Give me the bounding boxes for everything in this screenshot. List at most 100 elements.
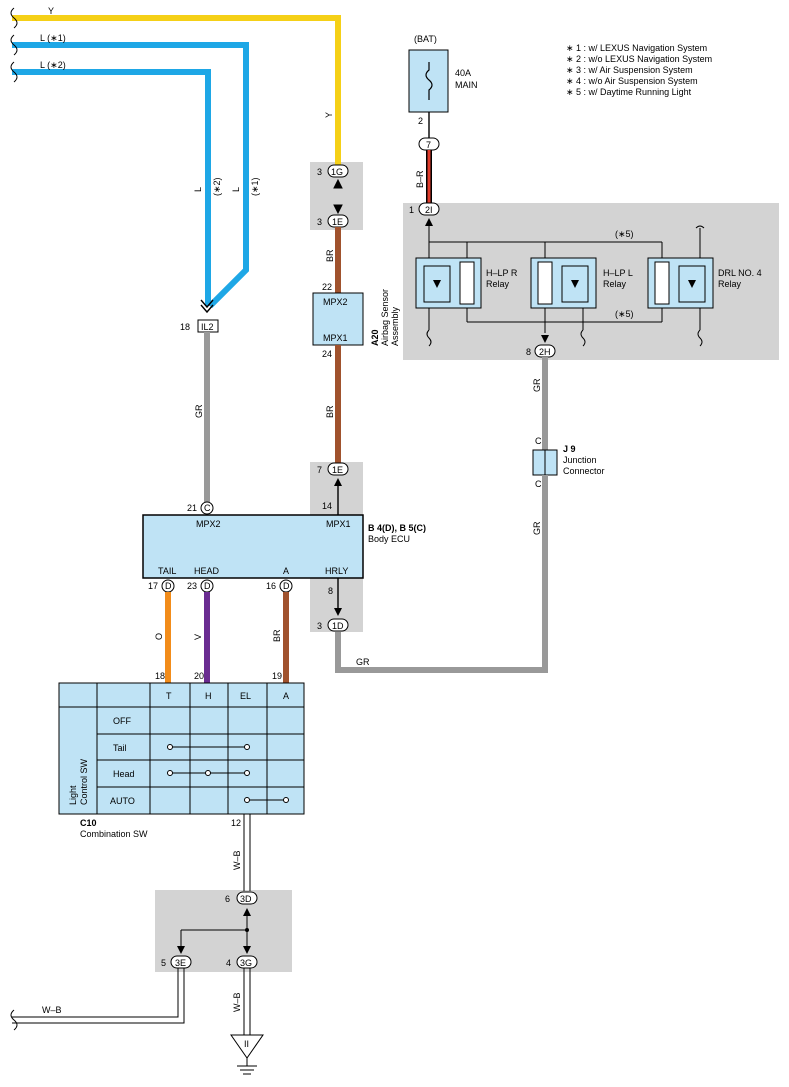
label-gr-3: GR bbox=[532, 521, 542, 535]
connector-2i bbox=[418, 202, 440, 216]
sw-side-label-2: Control SW bbox=[79, 758, 89, 805]
sw-row-off: OFF bbox=[113, 716, 131, 726]
note-5: ∗ 5 : w/ Daytime Running Light bbox=[566, 87, 692, 97]
ground-symbol-label: II bbox=[244, 1039, 249, 1049]
ecu-pin-17: 17 bbox=[148, 581, 158, 591]
arrow-1e-ecu bbox=[334, 478, 342, 486]
airbag-pin-24: 24 bbox=[322, 349, 332, 359]
connector-1e-a-label: 1E bbox=[332, 217, 343, 227]
fuse-box bbox=[408, 49, 449, 113]
sw-row-auto: AUTO bbox=[110, 796, 135, 806]
ecu-a: A bbox=[283, 566, 289, 576]
sw-header-h: H bbox=[205, 691, 212, 701]
wire-l2 bbox=[12, 69, 211, 306]
airbag-code: A20 bbox=[370, 329, 380, 346]
connector-2h-label: 2H bbox=[539, 347, 551, 357]
label-b-r: B–R bbox=[415, 170, 425, 188]
ecu-d-16: D bbox=[283, 581, 290, 591]
merge-arrow bbox=[200, 299, 214, 314]
notes-legend: ∗ 1 : w/ LEXUS Navigation System ∗ 2 : w… bbox=[566, 43, 712, 97]
sw-pin-19: 19 bbox=[272, 671, 282, 681]
airbag-mpx2: MPX2 bbox=[323, 297, 348, 307]
ecu-hrly: HRLY bbox=[325, 566, 348, 576]
fuse-name: MAIN bbox=[455, 80, 478, 90]
sw-pin-12: 12 bbox=[231, 818, 241, 828]
wire-break-symbols bbox=[10, 7, 18, 83]
connector-2h-pin: 8 bbox=[526, 347, 531, 357]
sw-contacts bbox=[167, 744, 289, 803]
label-gr-2: GR bbox=[532, 378, 542, 392]
junction-c-top: C bbox=[535, 436, 542, 446]
ecu-name: Body ECU bbox=[368, 534, 410, 544]
label-v: V bbox=[193, 634, 203, 640]
sw-pin-20: 20 bbox=[194, 671, 204, 681]
label-y-vertical: Y bbox=[324, 112, 334, 118]
connector-1g-pin: 3 bbox=[317, 167, 322, 177]
combination-switch-table bbox=[58, 682, 305, 815]
label-gr-1: GR bbox=[194, 404, 204, 418]
body-ecu-box bbox=[142, 514, 364, 579]
airbag-sensor-box bbox=[312, 292, 364, 346]
relay-hlp-l-line1: H–LP L bbox=[603, 268, 633, 278]
sw-header-el: EL bbox=[240, 691, 251, 701]
label-wb-1: W–B bbox=[232, 850, 242, 870]
ecu-mpx2: MPX2 bbox=[196, 519, 221, 529]
note-3: ∗ 3 : w/ Air Suspension System bbox=[566, 65, 693, 75]
sw-name: Combination SW bbox=[80, 829, 148, 839]
connector-3d bbox=[236, 891, 258, 905]
ecu-connector-21 bbox=[200, 501, 214, 515]
connector-il2-pin: 18 bbox=[180, 322, 190, 332]
arrow-1d bbox=[334, 608, 342, 616]
relay-drl-line1: DRL NO. 4 bbox=[718, 268, 762, 278]
connector-3g-pin: 4 bbox=[226, 958, 231, 968]
connector-1e-b-pin: 7 bbox=[317, 465, 322, 475]
airbag-name-1: Airbag Sensor bbox=[380, 289, 390, 346]
arrows-1g-1e bbox=[333, 178, 343, 215]
junction-name-1: Junction bbox=[563, 455, 597, 465]
label-br-3: BR bbox=[272, 629, 282, 642]
relay-drl-no4 bbox=[647, 225, 714, 347]
fuse-amp: 40A bbox=[455, 68, 471, 78]
bat-label: (BAT) bbox=[414, 34, 437, 44]
fuse-pin-2: 2 bbox=[418, 116, 423, 126]
sw-row-tail: Tail bbox=[113, 743, 127, 753]
splice-dot bbox=[245, 928, 249, 932]
wire-l1 bbox=[12, 42, 249, 309]
arrow-3e bbox=[177, 946, 185, 954]
airbag-mpx1: MPX1 bbox=[323, 333, 348, 343]
label-wire-l1: L (∗1) bbox=[40, 33, 66, 43]
relay-drl-line2: Relay bbox=[718, 279, 742, 289]
label-l-vertical-2: L bbox=[193, 187, 203, 192]
relay-bus bbox=[428, 226, 663, 333]
wire-wb-3e-left bbox=[10, 968, 185, 1031]
wire-gr-j9-1d bbox=[335, 475, 548, 673]
junction-name-2: Connector bbox=[563, 466, 605, 476]
note-4: ∗ 4 : w/o Air Suspension System bbox=[566, 76, 698, 86]
connector-1d bbox=[327, 618, 349, 632]
connector-2i-label: 2I bbox=[425, 205, 433, 215]
arrow-2h bbox=[541, 335, 549, 343]
ecu-code: B 4(D), B 5(C) bbox=[368, 523, 426, 533]
connector-3e-pin: 5 bbox=[161, 958, 166, 968]
junction-code: J 9 bbox=[563, 444, 576, 454]
sw-header-t: T bbox=[166, 691, 172, 701]
label-wire-y: Y bbox=[48, 6, 54, 16]
connector-1e-a-pin: 3 bbox=[317, 217, 322, 227]
fuse-icon bbox=[425, 62, 433, 100]
relay-note-top: (∗5) bbox=[615, 229, 634, 239]
label-br-2: BR bbox=[325, 405, 335, 418]
label-l-note-1: (∗1) bbox=[250, 177, 260, 196]
sw-row-head: Head bbox=[113, 769, 135, 779]
airbag-pin-22: 22 bbox=[322, 282, 332, 292]
relay-hlp-l-line2: Relay bbox=[603, 279, 627, 289]
label-l-note-2: (∗2) bbox=[212, 177, 222, 196]
ground-icon bbox=[230, 1034, 264, 1075]
junction-c-bottom: C bbox=[535, 479, 542, 489]
label-br-1: BR bbox=[325, 249, 335, 262]
label-l-vertical-1: L bbox=[231, 187, 241, 192]
connector-1e-b bbox=[327, 462, 349, 476]
connector-3g-label: 3G bbox=[240, 958, 252, 968]
ecu-mpx1: MPX1 bbox=[326, 519, 351, 529]
arrow-2i bbox=[425, 218, 433, 226]
